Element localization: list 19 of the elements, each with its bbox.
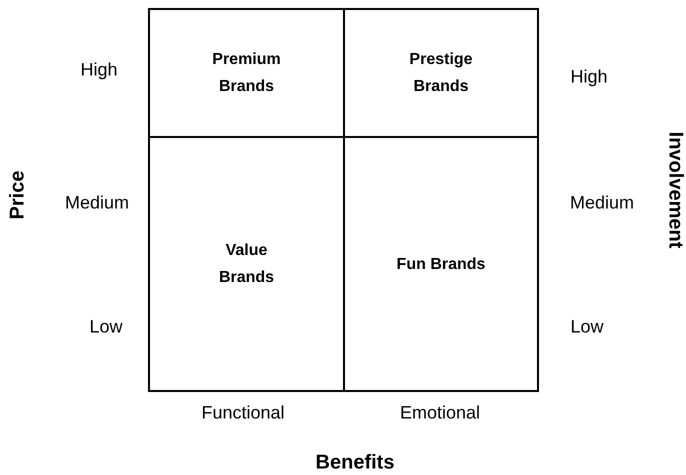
axis-level-label: Low xyxy=(89,316,123,338)
axis-level-label: High xyxy=(570,66,608,88)
quadrant-title: Prestige Brands xyxy=(408,50,474,97)
axis-level-label: High xyxy=(80,60,118,80)
axis-level-label: Medium xyxy=(570,192,634,214)
quadrant-cell xyxy=(343,136,539,392)
quadrant-cell xyxy=(148,8,345,138)
axis-level-label: Functional xyxy=(201,402,285,424)
axis-level-label: Low xyxy=(570,316,604,338)
quadrant-cell xyxy=(343,8,539,138)
axis-level-label: Medium xyxy=(64,192,130,214)
quadrant-title: Premium Brands xyxy=(211,50,282,97)
axis-level-label: Emotional xyxy=(400,402,480,424)
quadrant-title: Value Brands xyxy=(218,241,276,288)
quadrant-cell xyxy=(148,136,345,392)
axis-title: Price xyxy=(6,170,30,220)
quadrant-title: Fun Brands xyxy=(396,254,486,274)
axis-title: Involvement xyxy=(664,132,686,248)
axis-title: Benefits xyxy=(316,452,394,474)
